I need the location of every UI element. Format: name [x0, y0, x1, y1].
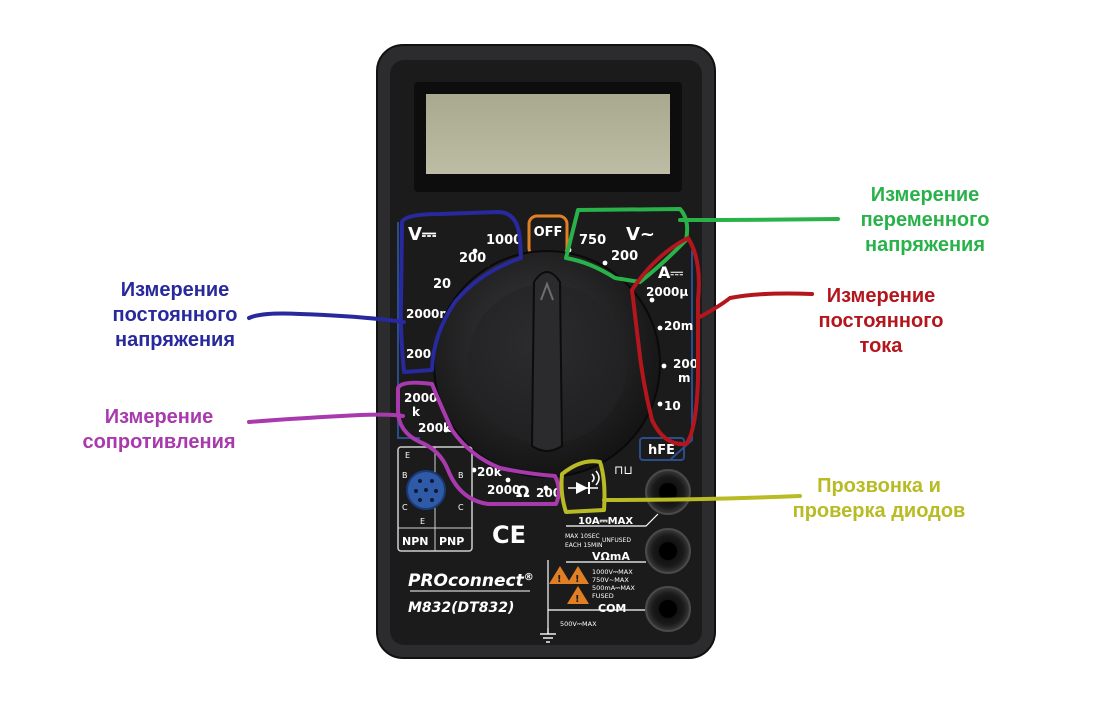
dca-annotation-line3: тока — [859, 335, 903, 357]
dcv-annotation-line1: Измерение — [120, 279, 230, 301]
socket-b-right: B — [458, 471, 464, 480]
socket-c-left: C — [402, 503, 408, 512]
warning-icon: ! — [567, 566, 589, 585]
ground-icon — [540, 628, 556, 643]
svg-text:!: ! — [575, 574, 580, 585]
ce-mark: CE — [492, 521, 526, 549]
dcv-annotation-line2: постоянного — [112, 304, 238, 326]
warning-icon: ! — [567, 586, 589, 605]
dca-annotation-line1: Измерение — [826, 285, 936, 307]
jack-unfused: UNFUSED — [602, 537, 631, 544]
acv-region-outline — [564, 207, 690, 284]
dca-scale-frame — [669, 250, 693, 461]
dcv-pointer-line — [247, 311, 406, 324]
continuity-pointer-line — [602, 494, 802, 502]
socket-e-top: E — [405, 451, 410, 460]
dca-20m-label: 20m — [664, 319, 693, 333]
socket-c-right: C — [458, 503, 464, 512]
npn-label: NPN — [402, 535, 428, 548]
dcv-annotation: Измерение постоянного напряжения — [80, 278, 270, 353]
svg-text:!: ! — [557, 574, 562, 585]
continuity-annotation-line2: проверка диодов — [792, 500, 966, 522]
continuity-annotation: Прозвонка и проверка диодов — [774, 474, 984, 524]
resistance-annotation-line2: сопротивления — [82, 431, 236, 453]
dcv-200-label: 200 — [459, 251, 486, 266]
acv-pointer-line — [678, 217, 840, 222]
dca-region-outline — [630, 236, 701, 447]
knob-pointer — [530, 271, 564, 452]
continuity-annotation-line1: Прозвонка и — [817, 475, 941, 497]
hfe-frame — [639, 437, 685, 461]
pointer-arrow-icon — [540, 281, 554, 301]
continuity-region-outline — [559, 459, 607, 514]
jack-wiring — [547, 513, 659, 628]
jack-10a-label: 10A⎓MAX — [578, 516, 633, 527]
jack-vma-label: VΩmA — [592, 550, 630, 563]
jack-com-max: 500V⎓MAX — [560, 620, 597, 628]
off-label: OFF — [534, 225, 563, 240]
dcv-2000m-label: 2000m — [406, 307, 452, 321]
dca-m-label: m — [678, 371, 691, 385]
ohm-pointer-line — [247, 412, 405, 424]
jack-vma-1: 1000V⎓MAX — [592, 568, 633, 576]
dca-200-label: 200 — [673, 357, 698, 371]
resistance-annotation-line1: Измерение — [104, 406, 214, 428]
dcv-symbol: V⎓ — [408, 224, 437, 245]
acv-annotation: Измерение переменного напряжения — [830, 183, 1020, 258]
model-label: M832(DT832) — [408, 600, 514, 616]
dcv-1000-label: 1000 — [486, 233, 522, 248]
dcv-region-outline — [398, 210, 523, 374]
warning-icon: ! — [549, 566, 571, 585]
ohm-k-label: k — [412, 405, 421, 419]
diode-icon — [568, 470, 600, 494]
jack-com-label: COM — [598, 602, 626, 615]
jack-10a-sub1: MAX 10SEC — [565, 533, 600, 540]
ohm-2000b-label: 2000 — [487, 483, 520, 497]
ohm-200-label: 200 — [536, 486, 561, 500]
dca-10-label: 10 — [664, 399, 681, 413]
dca-pointer-line — [696, 291, 814, 320]
acv-annotation-line2: переменного — [860, 209, 990, 231]
dca-annotation: Измерение постоянного тока — [786, 284, 976, 359]
ohm-200k-label: 200k — [418, 421, 452, 435]
brand-name: PROconnect® — [408, 571, 534, 591]
acv-750-label: 750 — [579, 233, 606, 248]
dca-2000u-label: 2000μ — [646, 285, 688, 299]
pnp-label: PNP — [439, 535, 464, 548]
jack-fused: FUSED — [592, 592, 614, 600]
hfe-label: hFE — [648, 443, 675, 458]
ohm-region-outline — [396, 380, 561, 506]
jack-10a-sub2: EACH 15MIN — [565, 542, 602, 549]
ohm-symbol: Ω — [516, 482, 530, 501]
dca-annotation-line2: постоянного — [818, 310, 944, 332]
socket-b-left: B — [402, 471, 408, 480]
acv-annotation-line1: Измерение — [870, 184, 980, 206]
jack-vma-3: 500mA⎓MAX — [592, 584, 635, 592]
square-wave-icon: ⊓⊔ — [614, 463, 633, 477]
lcd-display — [426, 94, 670, 174]
dcv-20-label: 20 — [433, 277, 451, 292]
acv-200-label: 200 — [611, 249, 638, 264]
ohm-2000-label: 2000 — [404, 391, 437, 405]
acv-annotation-line3: напряжения — [865, 234, 985, 256]
dcv-annotation-line3: напряжения — [115, 329, 235, 351]
acv-symbol: V~ — [626, 224, 655, 245]
resistance-annotation: Измерение сопротивления — [64, 405, 254, 455]
dca-symbol: A⎓ — [658, 263, 683, 282]
jack-vma-2: 750V~MAX — [592, 576, 629, 584]
socket-e-bottom: E — [420, 517, 425, 526]
svg-text:!: ! — [575, 594, 580, 605]
